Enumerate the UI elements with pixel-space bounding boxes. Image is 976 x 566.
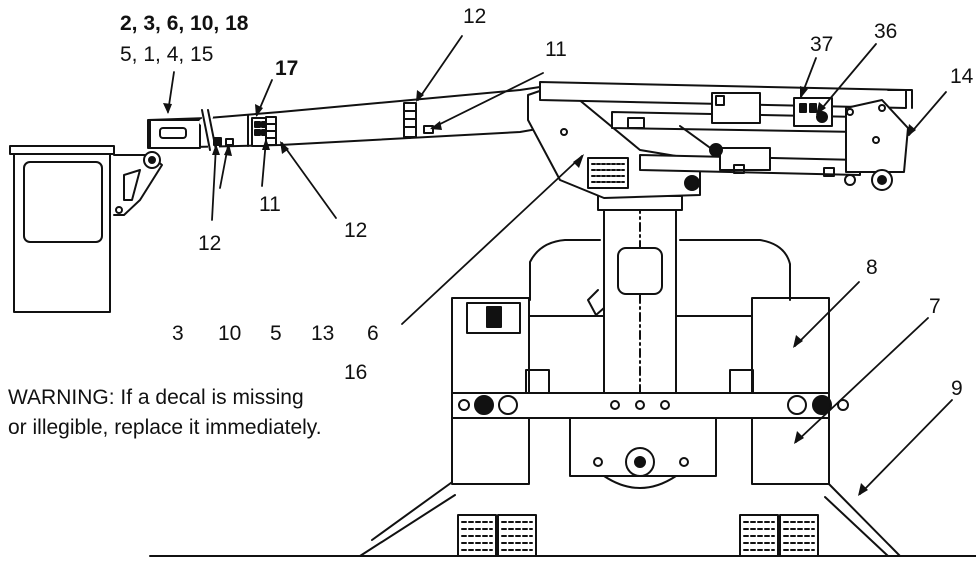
callout-17: 17 <box>275 57 299 80</box>
callout-16: 16 <box>344 361 368 384</box>
callout-36: 36 <box>874 20 898 43</box>
upper-linkage <box>539 81 907 177</box>
callout-12-mid: 12 <box>344 219 368 242</box>
callout-row-5: 5 <box>270 322 282 345</box>
leader-lines <box>167 35 953 495</box>
callout-row-13: 13 <box>311 322 335 345</box>
boom-elbow <box>844 89 913 191</box>
callout-37: 37 <box>810 33 834 56</box>
callout-9: 9 <box>951 377 963 400</box>
callout-12-left: 12 <box>198 232 222 255</box>
warning-note: WARNING: If a decal is missing or illegi… <box>8 383 322 443</box>
callout-14: 14 <box>950 65 974 88</box>
pedestal <box>587 195 683 394</box>
callout-7: 7 <box>929 295 941 318</box>
warning-line-1: WARNING: If a decal is missing <box>8 386 304 409</box>
callout-group-bold: 2, 3, 6, 10, 18 <box>120 12 249 35</box>
callout-group-plain: 5, 1, 4, 15 <box>120 43 214 66</box>
callout-11-top: 11 <box>545 38 567 61</box>
truck-rear-body <box>451 297 849 489</box>
callout-row-6: 6 <box>367 322 379 345</box>
callout-row-3: 3 <box>172 322 184 345</box>
cab-outline <box>529 239 791 301</box>
callout-12-top: 12 <box>463 5 487 28</box>
platform-bucket <box>9 145 163 313</box>
callout-row-10: 10 <box>218 322 242 345</box>
warning-line-2: or illegible, replace it immediately. <box>8 416 322 439</box>
leader-arrows <box>163 86 916 496</box>
tires <box>457 514 819 557</box>
callout-11-mid: 11 <box>259 193 281 216</box>
outrigger-right <box>824 479 901 557</box>
outrigger-left <box>359 479 456 557</box>
callout-8: 8 <box>866 256 878 279</box>
